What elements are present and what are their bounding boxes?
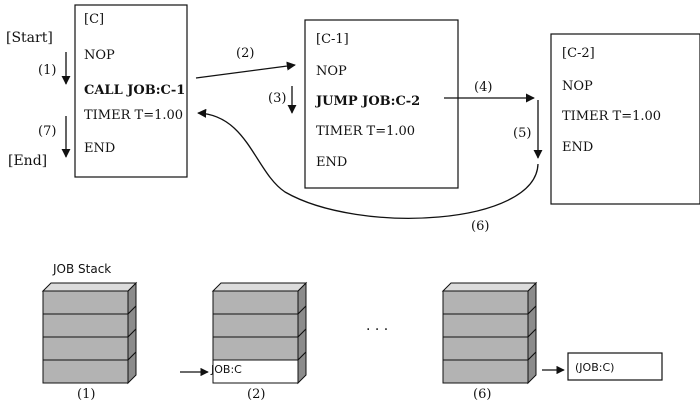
job-c1-line-timer: TIMER T=1.00 (316, 124, 415, 139)
stack-layer (42, 359, 129, 384)
job-c2-line-timer: TIMER T=1.00 (562, 109, 661, 124)
job-c-line-call: CALL JOB:C-1 (84, 83, 185, 98)
job-stack-6 (441, 281, 538, 385)
stack-layer (442, 336, 529, 361)
ellipsis: · · · (366, 322, 388, 338)
stack-caption-6: (6) (473, 387, 491, 402)
stack-layer (42, 336, 129, 361)
job-c1-line-nop: NOP (316, 64, 347, 79)
step-1-label: (1) (38, 63, 56, 78)
stack-layer-side (297, 350, 307, 385)
job-c1-line-jump: JUMP JOB:C-2 (315, 94, 420, 109)
stack-layer (442, 290, 529, 315)
stack-layer-side (127, 350, 137, 385)
job-c-line-end: END (84, 141, 115, 156)
step-6-label: (6) (471, 219, 489, 234)
stack-layer (42, 313, 129, 338)
end-label: [End] (8, 153, 47, 169)
stack-top (211, 282, 308, 292)
job-c2-line-end: END (562, 140, 593, 155)
arrow-step-2 (195, 61, 296, 79)
stack-layer (212, 336, 299, 361)
job-c-line-timer: TIMER T=1.00 (84, 108, 183, 123)
step-5-label: (5) (513, 126, 531, 141)
popped-entry-box: (JOB:C) (567, 352, 663, 381)
step-2-label: (2) (236, 46, 254, 61)
job-c2-line-nop: NOP (562, 79, 593, 94)
stack-layer-side (527, 350, 537, 385)
stack-caption-2: (2) (247, 387, 265, 402)
stack-2-entry: JOB:C (210, 363, 242, 376)
job-c-line-nop: NOP (84, 48, 115, 63)
stack-layer (212, 313, 299, 338)
step-4-label: (4) (474, 80, 492, 95)
stack-caption-1: (1) (77, 387, 95, 402)
stack-layer (442, 313, 529, 338)
job-c1-header: [C-1] (316, 32, 349, 47)
stack-6-entry: (JOB:C) (575, 361, 614, 374)
job-c2-header: [C-2] (562, 46, 595, 61)
job-stack-1 (41, 281, 138, 385)
job-c-header: [C] (84, 12, 104, 27)
arrow-step-6 (197, 108, 539, 219)
job-stack-2 (211, 281, 308, 385)
stack-layer (212, 290, 299, 315)
stack-layer (42, 290, 129, 315)
stack-top (441, 282, 538, 292)
step-7-label: (7) (38, 124, 56, 139)
stack-title: JOB Stack (52, 262, 111, 276)
start-label: [Start] (6, 30, 53, 46)
job-box-c: [C] NOP CALL JOB:C-1 TIMER T=1.00 END (74, 4, 188, 178)
job-box-c1: [C-1] NOP JUMP JOB:C-2 TIMER T=1.00 END (304, 19, 459, 189)
job-c1-line-end: END (316, 155, 347, 170)
stack-top (41, 282, 138, 292)
step-3-label: (3) (268, 91, 286, 106)
job-box-c2: [C-2] NOP TIMER T=1.00 END (550, 33, 700, 205)
stack-layer (442, 359, 529, 384)
